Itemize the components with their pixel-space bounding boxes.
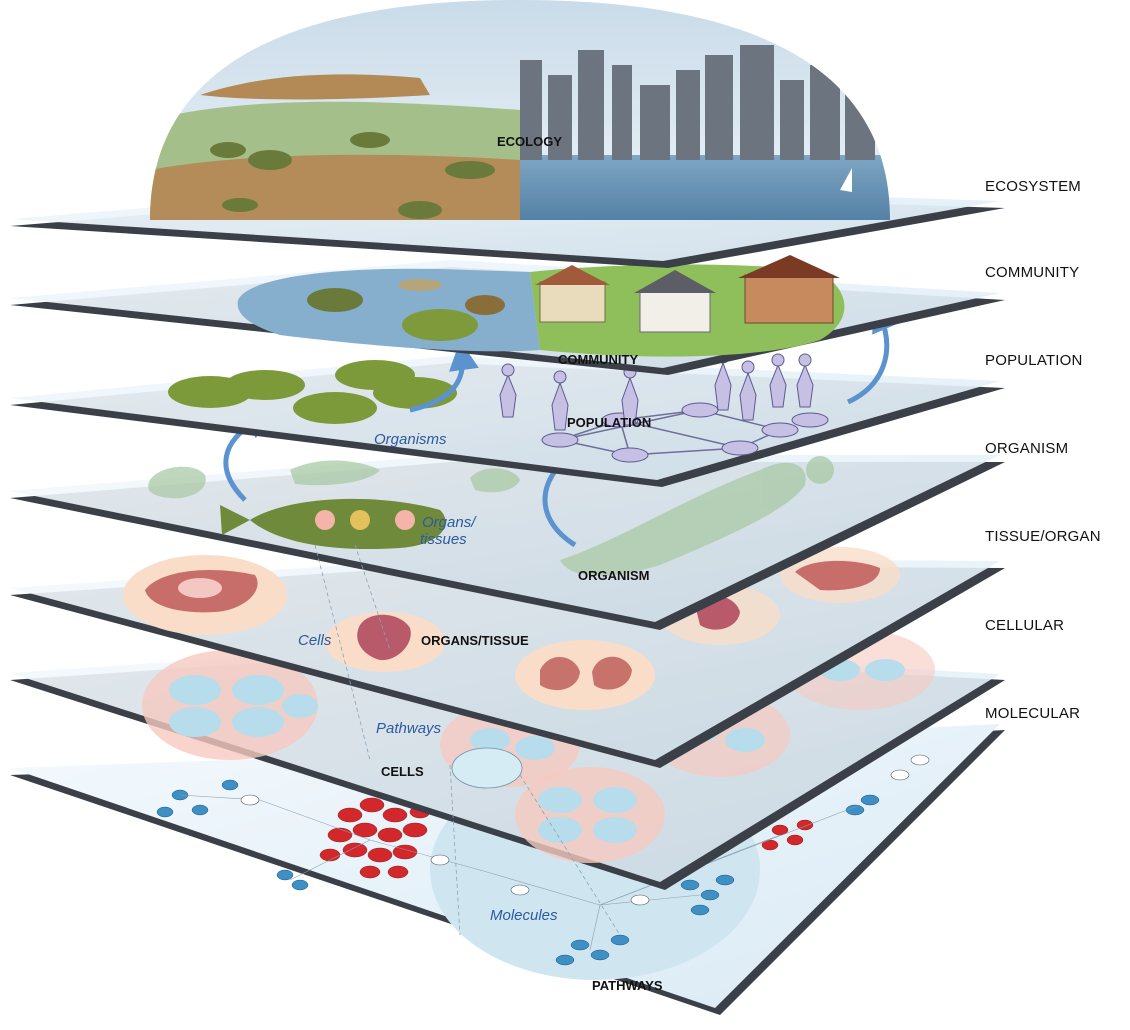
flow-arrow [409,340,479,413]
white-network-nodes [240,754,930,906]
level-label-population: POPULATION [985,352,1083,369]
fish-organism [220,498,446,550]
flow-label-organisms: Organisms [374,431,447,448]
plane-population: Organisms POPULATION [10,301,1005,487]
cell-group [515,767,665,863]
flow-label-organs-line1: Organs/ [422,514,477,531]
level-label-community: COMMUNITY [985,264,1080,281]
level-label-ecosystem: ECOSYSTEM [985,178,1081,195]
ecology-dome [150,0,890,220]
zoom-guide-lines [314,544,621,936]
blue-network-cluster [156,779,880,966]
flow-label-cells: Cells [298,632,332,649]
plane-label-organism: ORGANISM [578,568,650,583]
pond-animals [307,279,505,341]
plane-label-population: POPULATION [567,415,651,430]
human-population-network [499,350,829,463]
organism-silhouettes [148,456,834,576]
plane-label-ecology: ECOLOGY [497,134,562,149]
level-label-cellular: CELLULAR [985,617,1065,634]
plane-label-cells: CELLS [381,764,424,779]
plane-label-pathways: PATHWAYS [592,978,663,993]
wildlife [210,132,495,219]
level-label-organism: ORGANISM [985,440,1069,457]
heart-organ [325,612,445,672]
houses [535,255,840,333]
pathway-zoom-circle [451,747,523,789]
city-skyline [520,45,875,160]
level-label-molecular: MOLECULAR [985,705,1081,722]
liver-organ [780,547,900,603]
flow-label-organs-line2: tissues [420,531,467,548]
plane-label-organs-tissue: ORGANS/TISSUE [421,633,529,648]
plane-label-community: COMMUNITY [558,352,638,367]
plane-ecosystem: ECOLOGY [10,0,1005,268]
cell-group [142,650,318,760]
liver-organ [123,555,287,635]
lung-organ [515,640,655,710]
level-label-tissue-organ: TISSUE/ORGAN [985,528,1101,545]
flow-label-pathways: Pathways [376,720,442,737]
flow-label-molecules: Molecules [490,907,558,924]
plane-community: COMMUNITY [10,255,1005,375]
plane-organs-tissue: Cells ORGANS/TISSUE [10,547,1005,768]
